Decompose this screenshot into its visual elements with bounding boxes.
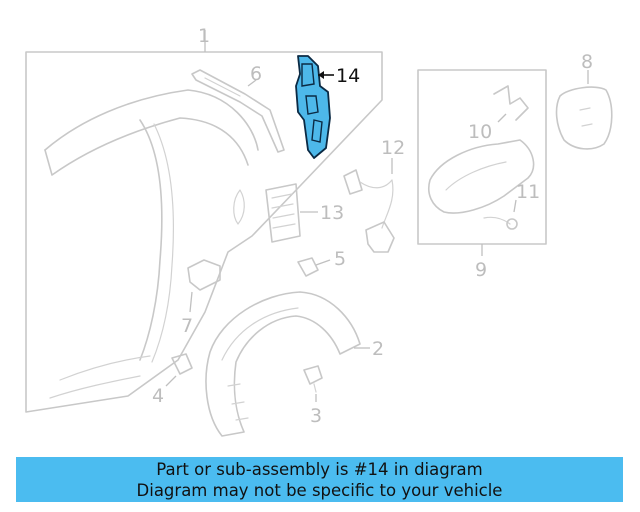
parts-diagram: 1 6 14 13 12 5 7: [25, 25, 613, 437]
callout-14: 14: [336, 65, 360, 87]
highlighted-bracket-part-14: [295, 55, 331, 159]
callout-4: 4: [152, 385, 164, 407]
banner-line-2: Diagram may not be specific to your vehi…: [136, 480, 503, 500]
callout-1: 1: [198, 25, 210, 47]
callout-5: 5: [334, 248, 346, 270]
fuel-door-part-8: [555, 86, 613, 150]
callout-8: 8: [581, 51, 593, 73]
banner-line-1: Part or sub-assembly is #14 in diagram: [156, 459, 483, 479]
clip-part-4: [171, 353, 193, 375]
weatherstrip-part-6: [191, 69, 285, 153]
callout-3: 3: [310, 405, 322, 427]
fuel-door-assembly-part-9: [417, 69, 547, 245]
screw-part-3: [303, 365, 323, 393]
callout-11: 11: [516, 181, 540, 203]
callout-7: 7: [181, 315, 193, 337]
cable-part-11: [483, 216, 518, 230]
clip-part-5: [297, 257, 319, 277]
callout-6: 6: [250, 63, 262, 85]
callout-9: 9: [475, 259, 487, 281]
callout-13: 13: [320, 202, 344, 224]
wheelhouse-liner-part-2: [205, 291, 361, 437]
info-banner: Part or sub-assembly is #14 in diagram D…: [16, 457, 623, 502]
callout-2: 2: [372, 338, 384, 360]
callout-12: 12: [381, 137, 405, 159]
vent-grille-part-13: [265, 183, 301, 243]
spring-part-10: [493, 85, 529, 121]
quarter-panel-part-1: [25, 51, 383, 413]
actuator-cable-part-12: [343, 169, 395, 253]
bracket-part-7: [187, 259, 221, 291]
callout-10: 10: [468, 121, 492, 143]
